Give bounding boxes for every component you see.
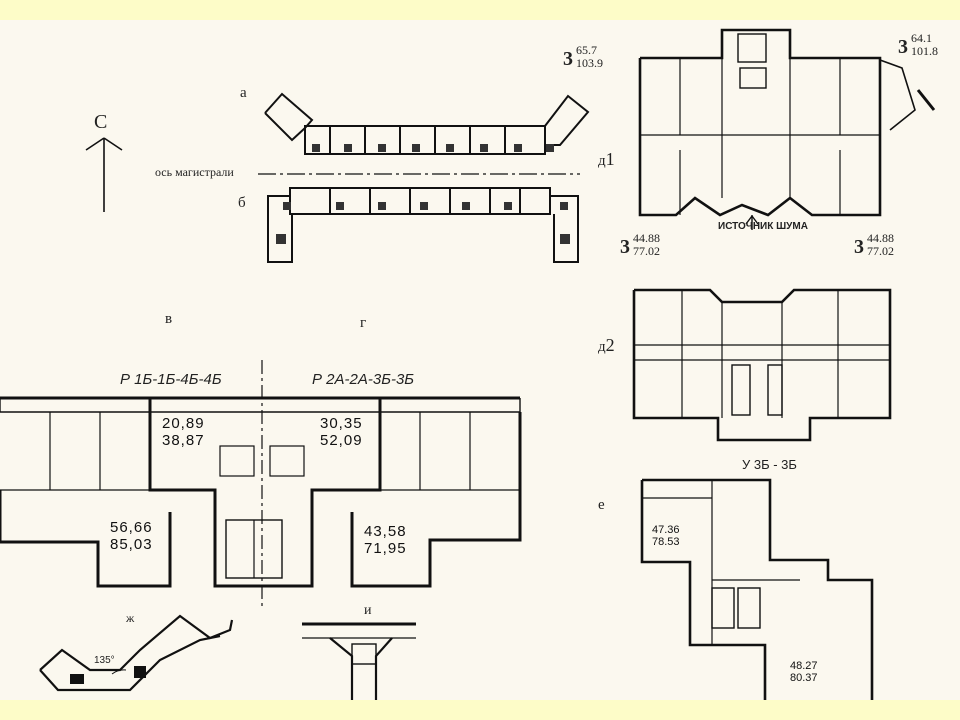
- north-label: С: [94, 111, 108, 133]
- label-d2: д2: [598, 335, 615, 355]
- plan-zh: [39, 614, 234, 692]
- type-label-right: Р 2А-2А-3Б-3Б: [312, 371, 415, 388]
- label-v: в: [165, 311, 173, 327]
- noise-source-label: ИСТОЧНИК ШУМА: [718, 221, 808, 232]
- label-e: е: [598, 497, 605, 513]
- axis-label: ось магистрали: [155, 165, 234, 179]
- plan-e: [640, 478, 874, 700]
- plan-v-g: [0, 360, 522, 610]
- angle-label: 135°: [94, 655, 115, 666]
- drawing-sheet: С а ось магистрали б в г д1 д2 е ж и 135…: [0, 20, 960, 700]
- plan-d2: [632, 288, 892, 442]
- label-d1: д1: [598, 149, 615, 169]
- label-zh: ж: [126, 611, 135, 625]
- type-label-left: Р 1Б-1Б-4Б-4Б: [120, 371, 222, 388]
- label-g: г: [360, 315, 367, 331]
- plan-b: [267, 187, 579, 263]
- label-a: а: [240, 85, 247, 101]
- label-b: б: [238, 195, 246, 211]
- plan-a: [264, 92, 590, 155]
- plan-i: [302, 622, 416, 700]
- floor-plan-drawings: [0, 28, 936, 700]
- type-label-e: У 3Б - 3Б: [742, 457, 797, 472]
- label-i: и: [364, 603, 372, 618]
- north-arrow: [85, 137, 123, 212]
- plan-d1: [638, 28, 936, 230]
